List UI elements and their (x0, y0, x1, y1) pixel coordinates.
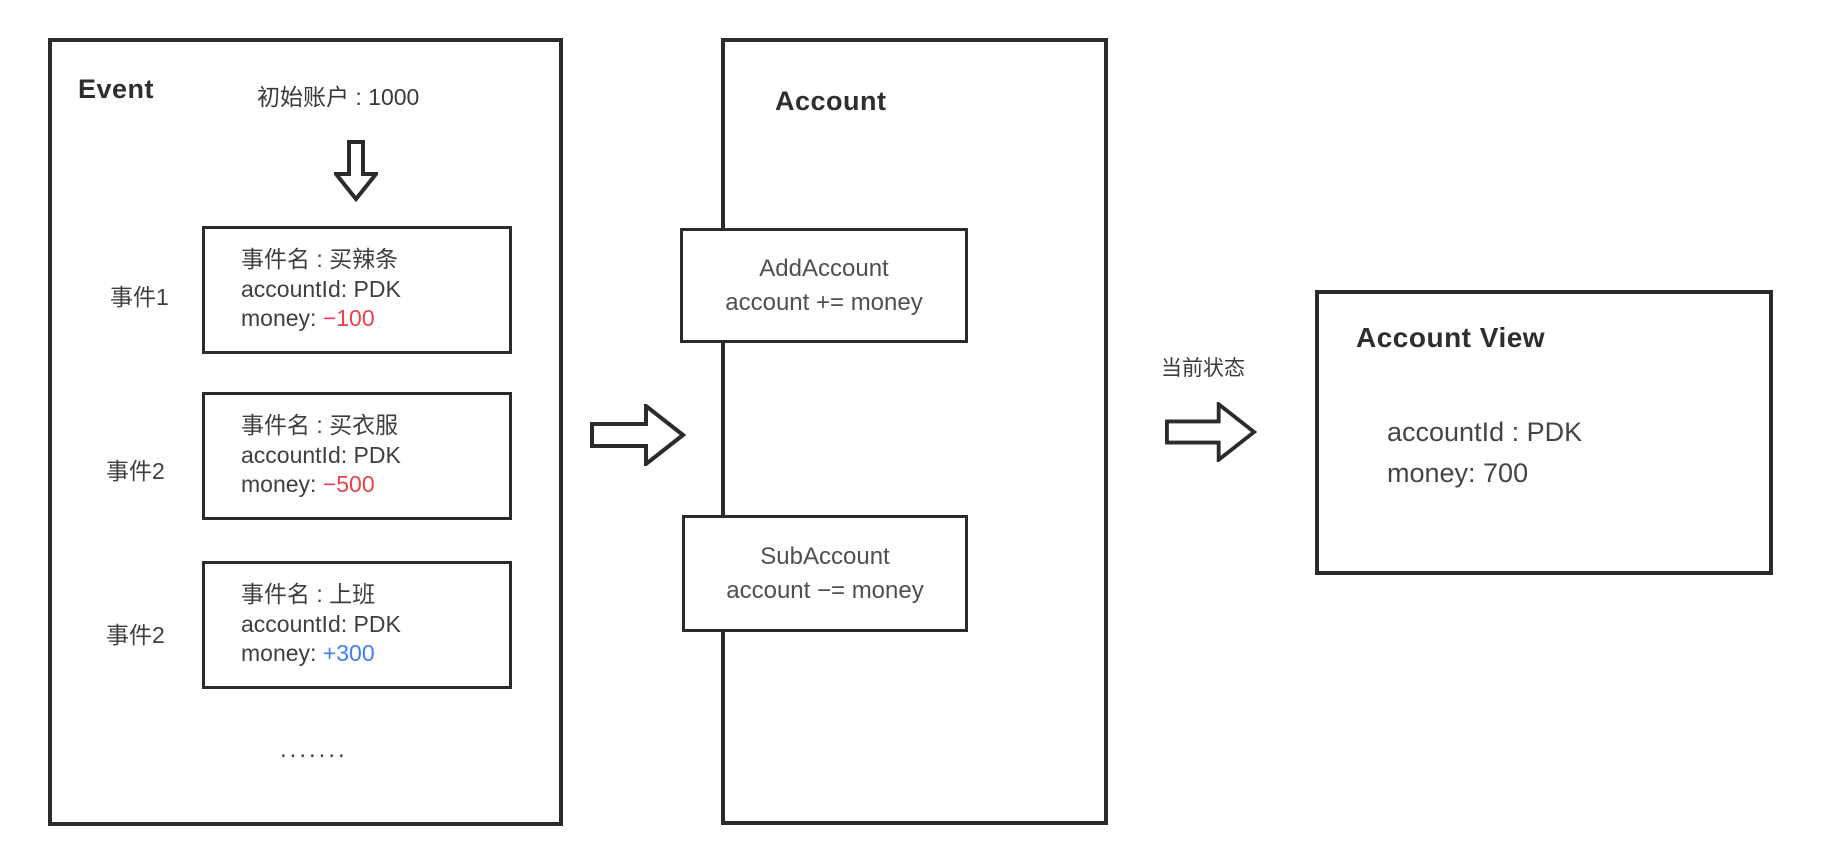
event-money-text: money: −100 (241, 304, 509, 334)
event-panel-title: Event (78, 74, 155, 104)
event-row-label: 事件2 (106, 458, 165, 484)
view-money-text: money: 700 (1387, 458, 1529, 488)
event-account-text: accountId: PDK (241, 441, 401, 468)
event-account-text: accountId: PDK (241, 275, 401, 302)
more-events-ellipsis: ....... (280, 736, 348, 763)
event-name-text: 事件名 : 上班 (241, 581, 376, 607)
view-account-id-text: accountId : PDK (1387, 417, 1583, 447)
sub-account-handler: SubAccount account −= money (682, 515, 968, 632)
add-account-handler: AddAccount account += money (680, 228, 968, 343)
handler-expression: account += money (725, 288, 923, 316)
event-account-text: accountId: PDK (241, 610, 401, 637)
account-view-body: accountId : PDK money: 700 (1387, 412, 1582, 494)
arrow-right-icon (1165, 402, 1257, 462)
event-card: 事件名 : 买衣服 accountId: PDK money: −500 (202, 392, 512, 520)
account-panel-title: Account (775, 86, 887, 116)
arrow-down-icon (334, 140, 378, 202)
money-label: money: (241, 640, 317, 666)
event-panel: Event 初始账户 : 1000 事件1 事件名 : 买辣条 accountI… (48, 38, 563, 826)
money-label: money: (241, 471, 317, 497)
handler-name: SubAccount (760, 542, 890, 570)
event-row-label: 事件1 (110, 284, 169, 310)
money-value: +300 (322, 640, 375, 666)
account-panel: Account (721, 38, 1108, 825)
money-value: −100 (322, 305, 375, 331)
event-card: 事件名 : 买辣条 accountId: PDK money: −100 (202, 226, 512, 354)
initial-account-text: 初始账户 : 1000 (257, 84, 420, 110)
event-name-text: 事件名 : 买辣条 (241, 246, 399, 272)
event-card: 事件名 : 上班 accountId: PDK money: +300 (202, 561, 512, 689)
handler-expression: account −= money (726, 576, 924, 604)
handler-name: AddAccount (759, 254, 889, 282)
account-view-panel: Account View accountId : PDK money: 700 (1315, 290, 1773, 575)
money-value: −500 (322, 471, 375, 497)
current-state-label: 当前状态 (1161, 357, 1245, 380)
event-money-text: money: −500 (241, 470, 509, 500)
event-row-label: 事件2 (106, 622, 165, 648)
arrow-right-icon (590, 404, 686, 466)
event-money-text: money: +300 (241, 639, 509, 669)
money-label: money: (241, 305, 317, 331)
event-name-text: 事件名 : 买衣服 (241, 412, 399, 438)
account-view-title: Account View (1356, 322, 1546, 353)
